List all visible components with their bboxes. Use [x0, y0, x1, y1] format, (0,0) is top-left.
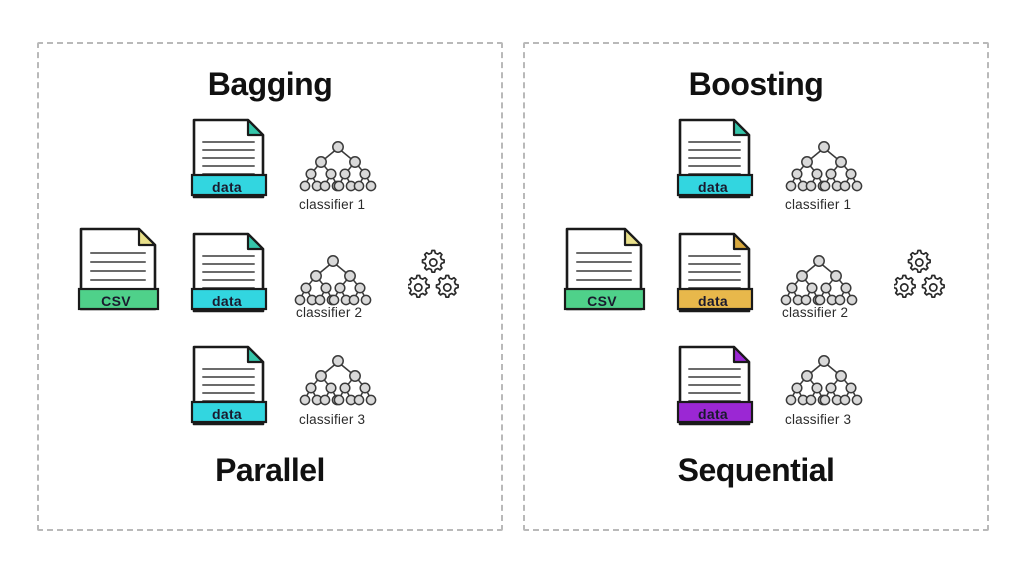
aggregator-boosting[interactable] — [892, 248, 950, 305]
decision-tree-icon — [785, 141, 863, 192]
document-icon — [676, 345, 754, 426]
sample-document-1-boosting[interactable]: data — [676, 117, 754, 199]
document-icon — [676, 232, 754, 313]
panel-boosting-subtitle: Sequential — [677, 452, 835, 488]
decision-tree-icon — [780, 255, 858, 306]
page-fold-icon — [732, 232, 751, 251]
classifier-1-caption-boosting: classifier 1 — [785, 197, 852, 212]
classifier-3-caption-boosting: classifier 3 — [785, 412, 852, 427]
sample-document-1-bagging[interactable]: data — [190, 117, 268, 199]
panel-bagging: Bagging Parallel — [37, 42, 503, 531]
document-icon — [676, 118, 754, 199]
classifier-2-caption-bagging: classifier 2 — [296, 305, 363, 320]
gears-icon — [892, 249, 945, 298]
csv-document-bagging[interactable]: CSV — [77, 226, 160, 311]
sample-document-2-boosting[interactable]: data — [676, 231, 754, 313]
page-fold-icon — [732, 118, 751, 137]
csv-document-boosting[interactable]: CSV — [563, 226, 646, 311]
document-icon — [190, 345, 268, 426]
document-icon — [190, 232, 268, 313]
classifier-1-tree-bagging[interactable] — [297, 138, 379, 199]
classifier-1-tree-boosting[interactable] — [783, 138, 865, 199]
page-fold-icon — [137, 227, 157, 247]
sample-document-3-bagging[interactable]: data — [190, 344, 268, 426]
document-icon — [77, 227, 160, 311]
classifier-2-caption-boosting: classifier 2 — [782, 305, 849, 320]
classifier-3-tree-bagging[interactable] — [297, 352, 379, 413]
page-fold-icon — [246, 345, 265, 364]
page-fold-icon — [623, 227, 643, 247]
decision-tree-icon — [294, 255, 372, 306]
panel-bagging-subtitle: Parallel — [215, 452, 325, 488]
panel-boosting-title: Boosting — [688, 66, 824, 102]
classifier-3-caption-bagging: classifier 3 — [299, 412, 366, 427]
page-fold-icon — [246, 232, 265, 251]
gears-icon — [406, 249, 459, 298]
classifier-2-tree-bagging[interactable] — [292, 252, 374, 313]
sample-document-2-bagging[interactable]: data — [190, 231, 268, 313]
document-icon — [563, 227, 646, 311]
panel-bagging-title: Bagging — [207, 66, 333, 102]
sample-document-3-boosting[interactable]: data — [676, 344, 754, 426]
document-icon — [190, 118, 268, 199]
decision-tree-icon — [785, 355, 863, 406]
aggregator-bagging[interactable] — [406, 248, 464, 305]
classifier-1-caption-bagging: classifier 1 — [299, 197, 366, 212]
page-fold-icon — [732, 345, 751, 364]
decision-tree-icon — [299, 355, 377, 406]
page-fold-icon — [246, 118, 265, 137]
classifier-2-tree-boosting[interactable] — [778, 252, 860, 313]
decision-tree-icon — [299, 141, 377, 192]
classifier-3-tree-boosting[interactable] — [783, 352, 865, 413]
